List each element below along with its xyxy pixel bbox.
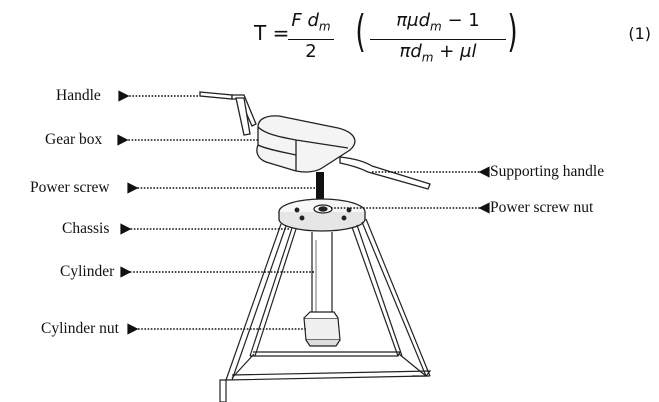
frac2-numerator: πμd <box>396 10 431 31</box>
frac1-numerator: F d <box>291 10 319 31</box>
handle-crank <box>199 91 257 136</box>
label-power-screw-nut: Power screw nut <box>490 199 594 216</box>
label-handle: Handle <box>56 87 101 104</box>
frac1-denominator: 2 <box>305 40 317 62</box>
label-supporting-handle: Supporting handle <box>490 163 605 180</box>
fraction-bar <box>370 38 506 40</box>
frac2-numerator-tail: − 1 <box>441 10 480 31</box>
frac2-denominator: πd <box>399 40 422 62</box>
chassis-frame <box>219 218 432 402</box>
label-power-screw: Power screw <box>30 179 110 196</box>
left-paren: ( <box>355 6 366 57</box>
label-chassis: Chassis <box>62 220 110 237</box>
equation-number: (1) <box>628 24 651 43</box>
fraction-friction-term: πμdm − 1 πdm + μl <box>370 10 506 68</box>
supporting-handle <box>339 156 431 190</box>
torque-equation: T = F dm 2 ( πμdm − 1 πdm + μl ) (1) <box>200 4 659 66</box>
power-screw-rod <box>316 172 324 204</box>
equation-lhs: T = <box>254 21 290 45</box>
leader-lines <box>117 90 490 335</box>
cylinder <box>311 232 333 319</box>
gear-box <box>256 115 356 173</box>
chassis-top-plate <box>278 198 366 232</box>
label-gear-box: Gear box <box>45 131 103 148</box>
frac1-numerator-sub: m <box>318 19 331 34</box>
label-cylinder-nut: Cylinder nut <box>41 320 119 337</box>
fraction-bar <box>288 38 334 40</box>
frac2-denominator-tail: + μl <box>433 40 477 62</box>
frac2-denominator-sub: m <box>421 50 434 65</box>
fraction-force-diameter: F dm 2 <box>288 10 334 63</box>
frac2-numerator-sub: m <box>430 19 442 34</box>
cylinder-nut <box>303 311 341 347</box>
label-cylinder: Cylinder <box>60 263 115 280</box>
right-paren: ) <box>507 6 518 57</box>
